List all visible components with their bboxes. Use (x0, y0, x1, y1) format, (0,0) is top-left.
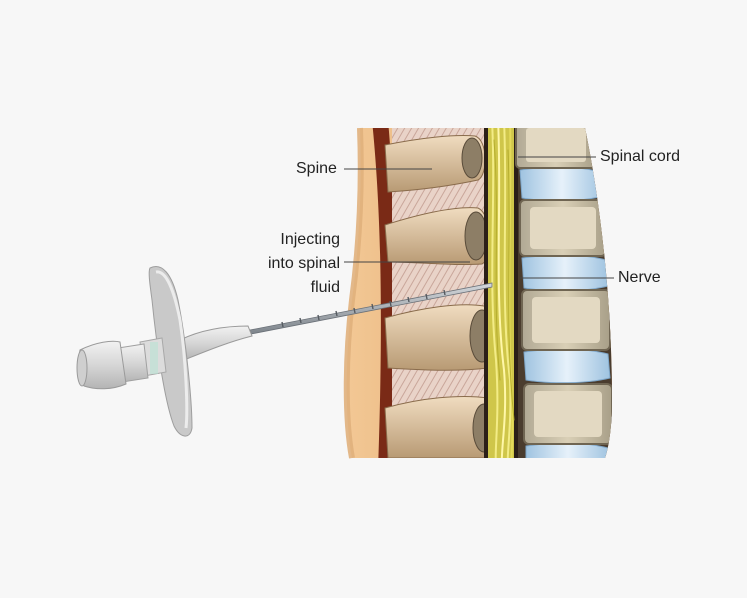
intervertebral-discs (519, 166, 611, 458)
nerve-bundle (488, 128, 515, 458)
skin-outline (343, 127, 364, 459)
label-injecting-line3: fluid (310, 279, 340, 296)
spine-cross-section (346, 128, 612, 458)
needle-flange (148, 266, 193, 437)
label-injecting-line2: into spinal (267, 255, 340, 272)
label-injecting-line1: Injecting (280, 231, 340, 248)
label-nerve: Nerve (618, 269, 661, 286)
spinal-needle (76, 266, 493, 437)
leader-lines (344, 156, 614, 279)
needle-hub (179, 325, 253, 361)
label-spine: Spine (296, 160, 337, 177)
needle-markings (281, 289, 446, 328)
label-spinal-cord: Spinal cord (600, 148, 681, 165)
muscle-band (372, 128, 396, 458)
